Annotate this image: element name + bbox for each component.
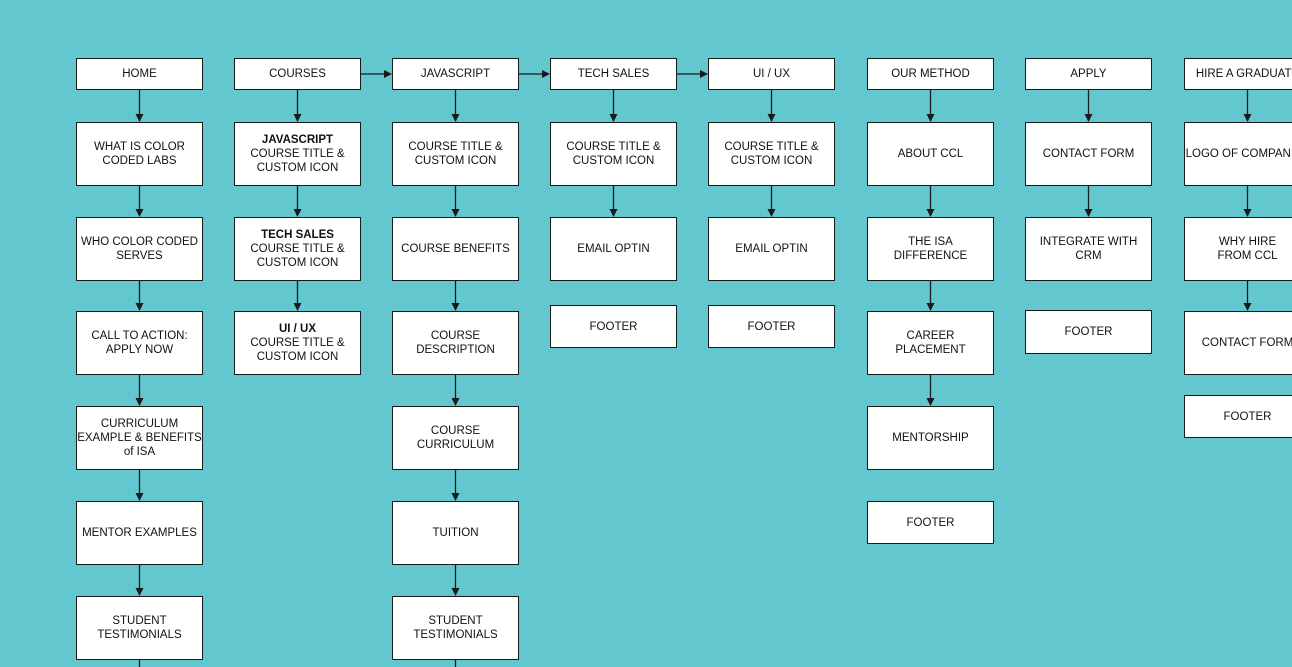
node-label: WHAT IS COLOR CODED LABS xyxy=(94,141,185,167)
node-label: EMAIL OPTIN xyxy=(735,243,808,255)
section-box-course-description: COURSE DESCRIPTION xyxy=(392,311,519,375)
section-box-why-hire-from-ccl: WHY HIRE FROM CCL xyxy=(1184,217,1292,281)
section-box-contact-form: CONTACT FORM xyxy=(1025,122,1152,186)
node-label: ABOUT CCL xyxy=(897,148,964,160)
page-header-label: UI / UX xyxy=(752,68,791,80)
section-box-tuition: TUITION xyxy=(392,501,519,565)
node-label: CONTACT FORM xyxy=(1042,148,1135,160)
page-header-tech-sales: TECH SALES xyxy=(550,58,677,90)
node-label: COURSE TITLE & CUSTOM ICON xyxy=(724,141,819,167)
section-box-contact-form: CONTACT FORM xyxy=(1184,311,1292,375)
section-box-course-title-custom-icon: COURSE TITLE & CUSTOM ICON xyxy=(392,122,519,186)
page-header-label: HIRE A GRADUATE xyxy=(1195,68,1292,80)
section-box-logo-of-companies: LOGO OF COMPANIES xyxy=(1184,122,1292,186)
node-label: FOOTER xyxy=(1064,326,1113,338)
node-label: COURSE TITLE & CUSTOM ICON xyxy=(250,337,345,363)
node-label: TUITION xyxy=(432,527,479,539)
node-label: COURSE CURRICULUM xyxy=(416,425,495,451)
section-box-student-testimonials: STUDENT TESTIMONIALS xyxy=(392,596,519,660)
node-label: CONTACT FORM xyxy=(1201,337,1292,349)
node-label: MENTORSHIP xyxy=(892,432,969,444)
node-label: COURSE TITLE & CUSTOM ICON xyxy=(250,243,345,269)
node-label: MENTOR EXAMPLES xyxy=(82,527,197,539)
page-header-apply: APPLY xyxy=(1025,58,1152,90)
section-box-student-testimonials: STUDENT TESTIMONIALS xyxy=(76,596,203,660)
node-label: LOGO OF COMPANIES xyxy=(1185,148,1292,160)
course-name-label: JAVASCRIPT xyxy=(261,134,334,146)
section-box-course-title-custom-icon: COURSE TITLE & CUSTOM ICON xyxy=(550,122,677,186)
section-box-career-placement: CAREER PLACEMENT xyxy=(867,311,994,375)
section-box-tech-sales: TECH SALES COURSE TITLE & CUSTOM ICON xyxy=(234,217,361,281)
section-box-email-optin: EMAIL OPTIN xyxy=(708,217,835,281)
node-label: FOOTER xyxy=(906,516,955,529)
node-label: WHO COLOR CODED SERVES xyxy=(81,236,198,262)
node-label: WHY HIRE FROM CCL xyxy=(1217,236,1278,262)
node-label: THE ISA DIFFERENCE xyxy=(893,236,968,262)
section-box-javascript: JAVASCRIPT COURSE TITLE & CUSTOM ICON xyxy=(234,122,361,186)
node-label: CALL TO ACTION: APPLY NOW xyxy=(91,330,188,356)
page-header-label: OUR METHOD xyxy=(891,68,970,80)
node-label: FOOTER xyxy=(589,320,638,333)
node-label: EMAIL OPTIN xyxy=(577,243,650,255)
section-box-course-title-custom-icon: COURSE TITLE & CUSTOM ICON xyxy=(708,122,835,186)
section-box-course-benefits: COURSE BENEFITS xyxy=(392,217,519,281)
node-label: COURSE TITLE & CUSTOM ICON xyxy=(566,141,661,167)
section-box-ui-ux: UI / UX COURSE TITLE & CUSTOM ICON xyxy=(234,311,361,375)
section-box-mentor-examples: MENTOR EXAMPLES xyxy=(76,501,203,565)
page-header-our-method: OUR METHOD xyxy=(867,58,994,90)
page-header-label: JAVASCRIPT xyxy=(420,68,491,80)
section-box-what-is-color-coded-labs: WHAT IS COLOR CODED LABS xyxy=(76,122,203,186)
page-header-label: COURSES xyxy=(269,68,326,80)
section-box-email-optin: EMAIL OPTIN xyxy=(550,217,677,281)
page-header-label: HOME xyxy=(122,68,157,80)
section-box-the-isa-difference: THE ISA DIFFERENCE xyxy=(867,217,994,281)
node-label: COURSE TITLE & CUSTOM ICON xyxy=(250,148,345,174)
section-box-mentorship: MENTORSHIP xyxy=(867,406,994,470)
section-box-footer: FOOTER xyxy=(1184,395,1292,438)
node-label: FOOTER xyxy=(1223,410,1272,423)
node-label: COURSE DESCRIPTION xyxy=(416,330,495,356)
node-label: INTEGRATE WITH CRM xyxy=(1039,236,1138,262)
page-header-label: TECH SALES xyxy=(577,68,650,80)
node-label: COURSE TITLE & CUSTOM ICON xyxy=(408,141,503,167)
section-box-integrate-with-crm: INTEGRATE WITH CRM xyxy=(1025,217,1152,281)
section-box-footer: FOOTER xyxy=(550,305,677,348)
page-header-courses: COURSES xyxy=(234,58,361,90)
node-label: COURSE BENEFITS xyxy=(401,243,510,255)
section-box-curriculum-example-benefits-of-isa: CURRICULUM EXAMPLE & BENEFITS of ISA xyxy=(76,406,203,470)
section-box-call-to-action-apply-now: CALL TO ACTION: APPLY NOW xyxy=(76,311,203,375)
node-label: CURRICULUM EXAMPLE & BENEFITS of ISA xyxy=(77,418,202,458)
node-label: STUDENT TESTIMONIALS xyxy=(413,615,498,641)
course-name-label: UI / UX xyxy=(278,323,317,335)
page-header-home: HOME xyxy=(76,58,203,90)
section-box-footer: FOOTER xyxy=(867,501,994,544)
section-box-footer: FOOTER xyxy=(1025,310,1152,354)
page-header-hire: HIRE A GRADUATE xyxy=(1184,58,1292,90)
section-box-course-curriculum: COURSE CURRICULUM xyxy=(392,406,519,470)
section-box-footer: FOOTER xyxy=(708,305,835,348)
course-name-label: TECH SALES xyxy=(261,229,334,241)
node-label: STUDENT TESTIMONIALS xyxy=(97,615,182,641)
node-label: CAREER PLACEMENT xyxy=(895,330,966,356)
page-header-javascript: JAVASCRIPT xyxy=(392,58,519,90)
section-box-about-ccl: ABOUT CCL xyxy=(867,122,994,186)
page-header-ui-ux: UI / UX xyxy=(708,58,835,90)
page-header-label: APPLY xyxy=(1070,68,1107,80)
node-label: FOOTER xyxy=(747,320,796,333)
section-box-who-color-coded-serves: WHO COLOR CODED SERVES xyxy=(76,217,203,281)
